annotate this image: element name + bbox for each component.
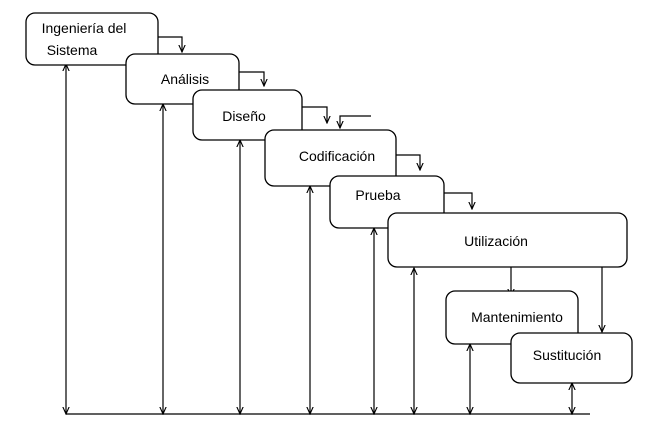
stage-sustitucion-label: Sustitución [533,347,601,363]
stage-diseno-label: Diseño [222,108,266,124]
stage-utilizacion-label: Utilización [464,233,528,249]
stage-utilizacion: Utilización [387,212,628,268]
stage-mantenimiento: Mantenimiento [445,290,579,345]
flow-arrow-5 [396,154,420,170]
stage-prueba-label: Prueba [355,187,400,203]
stage-ingenieria-label-line2: Sistema [47,42,98,58]
stage-sustitucion: Sustitución [510,332,633,384]
stage-mantenimiento-label: Mantenimiento [471,309,563,325]
stage-sustitucion-box [510,332,633,384]
flow-arrows [158,36,602,332]
stage-codificacion: Codificación [264,129,397,187]
flow-arrow-6 [444,192,472,209]
stage-diseno-box [192,89,303,141]
stage-ingenieria-box [25,12,159,66]
stage-diseno: Diseño [192,89,303,141]
stage-ingenieria-label-line1: Ingeniería del [42,20,127,36]
flow-arrow-4 [340,115,371,128]
flow-arrow-3 [302,106,327,123]
stage-utilizacion-box [387,212,628,268]
stage-ingenieria: Ingeniería del Sistema [25,12,159,66]
feedback-arrows [66,64,572,414]
flow-arrow-1 [158,36,182,52]
stage-codificacion-label: Codificación [299,148,375,164]
stage-analisis-label: Análisis [161,71,209,87]
flow-arrow-2 [239,71,264,86]
